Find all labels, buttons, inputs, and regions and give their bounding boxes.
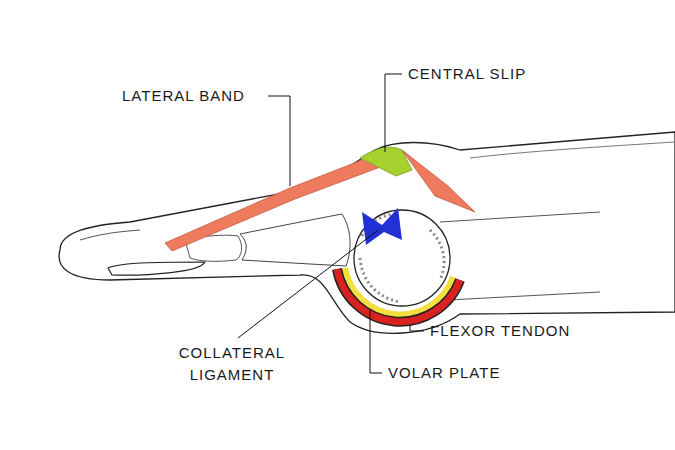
part-label: VOLAR PLATE bbox=[388, 362, 500, 384]
collateral-ligament bbox=[362, 208, 402, 245]
leader-line bbox=[268, 96, 290, 186]
part-label: LATERAL BAND bbox=[122, 85, 245, 107]
flexor-tendon bbox=[337, 269, 460, 322]
middle-phalanx bbox=[240, 214, 350, 266]
skin-line bbox=[470, 142, 675, 158]
part-label: COLLATERAL LIGAMENT bbox=[176, 342, 288, 386]
leader-line bbox=[370, 309, 382, 373]
finger-outline bbox=[59, 132, 675, 333]
skin-line bbox=[80, 230, 140, 240]
fingernail bbox=[108, 262, 205, 275]
lateral-band bbox=[165, 155, 383, 251]
part-label: FLEXOR TENDON bbox=[430, 320, 570, 342]
part-label: CENTRAL SLIP bbox=[408, 63, 526, 85]
extensor-tendon bbox=[402, 150, 475, 212]
leader-line bbox=[385, 74, 402, 152]
proximal-phalanx bbox=[440, 212, 600, 300]
flexor-tendon bbox=[337, 269, 460, 322]
leader-line bbox=[238, 230, 378, 338]
leader-line bbox=[410, 325, 424, 331]
